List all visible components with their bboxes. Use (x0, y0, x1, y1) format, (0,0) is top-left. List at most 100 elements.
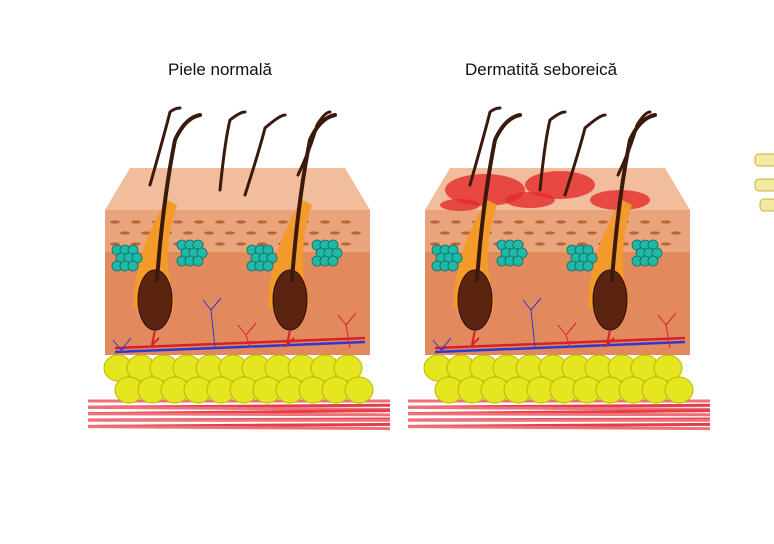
muscle-fiber (407, 405, 711, 411)
hair-shaft (296, 110, 332, 177)
hair-shaft (218, 110, 247, 192)
muscle-fiber (87, 425, 391, 431)
sebaceous-gland (431, 244, 463, 272)
hair-follicle (111, 113, 208, 349)
cell-mark (566, 231, 576, 235)
artery (114, 336, 366, 350)
fat-layer (103, 354, 374, 404)
cell-mark (141, 231, 151, 235)
fat-cell (333, 354, 363, 382)
cell-mark (661, 242, 671, 246)
hair-shaft (243, 113, 287, 197)
vein (114, 340, 366, 354)
cell-mark (671, 231, 681, 235)
cell-mark (225, 231, 235, 235)
hair-bulb (137, 269, 173, 331)
cell-mark (120, 231, 130, 235)
gland-lobule (447, 260, 459, 272)
cell-mark (556, 242, 566, 246)
cell-mark (215, 242, 225, 246)
cell-mark (110, 220, 120, 224)
hair-follicle (566, 113, 663, 349)
cell-mark (309, 231, 319, 235)
hair-bulb (272, 269, 308, 331)
hair-shaft (475, 113, 522, 282)
cell-mark (545, 231, 555, 235)
fat-cell (653, 354, 683, 382)
cell-mark (236, 220, 246, 224)
cell-mark (320, 220, 330, 224)
cell-mark (194, 220, 204, 224)
cell-mark (503, 231, 513, 235)
capillary (557, 322, 577, 349)
normal-skin-block (87, 106, 391, 431)
cell-mark (629, 231, 639, 235)
papilla-vessel (285, 329, 295, 349)
hair-bulb (592, 269, 628, 331)
fat-layer (423, 354, 694, 404)
hair-shaft (148, 106, 182, 187)
cell-mark (640, 220, 650, 224)
cell-mark (598, 220, 608, 224)
skin-surface (105, 168, 370, 210)
cell-mark (236, 242, 246, 246)
muscle-fiber (87, 412, 391, 417)
papilla-vessel (470, 329, 480, 349)
capillary (237, 322, 257, 349)
muscle-fiber (407, 425, 711, 431)
gland-lobule (262, 260, 274, 272)
hair-shaft (155, 113, 202, 282)
cell-mark (430, 220, 440, 224)
cell-mark (330, 231, 340, 235)
cell-mark (341, 220, 351, 224)
inflamed-area (505, 192, 555, 208)
cell-mark (278, 220, 288, 224)
capillary (522, 297, 542, 349)
fat-cell (344, 376, 374, 404)
hair-bulb (457, 269, 493, 331)
hair-shaft (563, 113, 607, 197)
gland-lobule (127, 260, 139, 272)
cell-mark (267, 231, 277, 235)
hair-shaft (468, 106, 502, 187)
cell-mark (661, 220, 671, 224)
sebaceous-gland (566, 244, 598, 272)
skin-scale (754, 178, 774, 192)
cell-mark (257, 220, 267, 224)
cell-mark (493, 220, 503, 224)
cell-mark (535, 242, 545, 246)
papilla-vessel (605, 329, 615, 349)
cell-mark (535, 220, 545, 224)
gland-lobule (582, 260, 594, 272)
hair-follicle (246, 113, 343, 349)
cell-mark (246, 231, 256, 235)
cell-mark (183, 231, 193, 235)
gland-lobule (192, 255, 204, 267)
cell-mark (173, 220, 183, 224)
capillary (432, 337, 452, 351)
sebaceous-gland (311, 239, 343, 267)
cell-mark (215, 220, 225, 224)
capillary (202, 297, 222, 349)
capillary (112, 337, 132, 351)
cell-mark (341, 242, 351, 246)
cell-mark (587, 231, 597, 235)
capillary (337, 312, 357, 349)
cell-mark (461, 231, 471, 235)
sebaceous-gland (246, 244, 278, 272)
cell-mark (524, 231, 534, 235)
cell-mark (451, 220, 461, 224)
sebaceous-gland (176, 239, 208, 267)
panel-title-normal-skin: Piele normală (168, 60, 272, 79)
skin-scale (754, 153, 774, 167)
cell-mark (440, 231, 450, 235)
muscle-fiber (87, 405, 391, 411)
inflamed-area (440, 199, 480, 211)
seborrheic-skin-block (407, 106, 774, 431)
gland-lobule (512, 255, 524, 267)
cell-mark (577, 220, 587, 224)
cell-mark (556, 220, 566, 224)
cell-mark (351, 231, 361, 235)
muscle-fiber (407, 412, 711, 417)
